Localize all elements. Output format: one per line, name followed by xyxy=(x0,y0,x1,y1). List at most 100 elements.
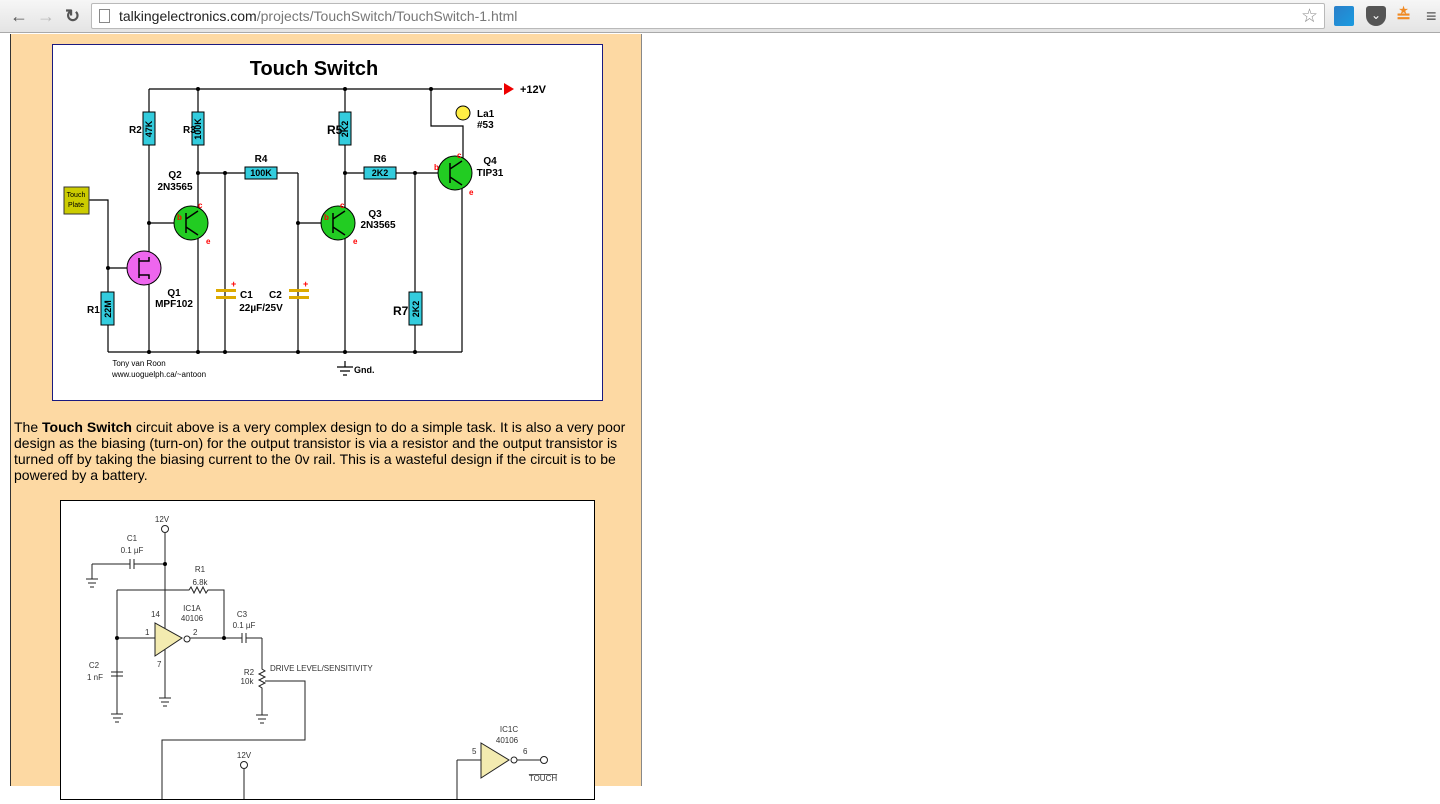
q2-transistor-icon xyxy=(173,205,209,241)
page-content: +12V Touch Switch 47K 100K 2K2 22M 2K2 1… xyxy=(10,34,642,800)
pin-14: 14 xyxy=(151,610,160,619)
r4-value: 100K xyxy=(250,168,272,178)
schmitt-inverter-icon xyxy=(154,622,183,657)
q3-part: 2N3565 xyxy=(360,220,395,231)
pin-2: 2 xyxy=(193,628,198,637)
r7-label: R7 xyxy=(393,304,409,318)
r1-value: 6.8k xyxy=(192,578,208,587)
c1-label: C1 xyxy=(127,534,138,543)
svg-text:c: c xyxy=(198,201,203,210)
c2-value: 1 nF xyxy=(87,673,103,682)
schematic-svg: +12V Touch Switch 47K 100K 2K2 22M 2K2 1… xyxy=(63,58,547,379)
bold-term: Touch Switch xyxy=(42,419,132,435)
oscillator-schematic: 12V C1 0.1 µF R1 6.8k IC1A 40106 14 1 2 … xyxy=(60,500,595,800)
q2-label: Q2 xyxy=(168,170,182,181)
back-arrow-icon[interactable]: ← xyxy=(10,6,28,26)
supply-arrow-icon xyxy=(504,83,514,95)
c2-label: C2 xyxy=(89,661,100,670)
q4-transistor-icon xyxy=(437,155,473,191)
ic1c-part: 40106 xyxy=(496,736,519,745)
r7-value: 2K2 xyxy=(411,301,421,318)
r2-label: R2 xyxy=(244,668,255,677)
pin-5: 5 xyxy=(472,747,477,756)
r1-value: 22M xyxy=(103,300,113,318)
resistor-r2 xyxy=(142,111,156,146)
r3-value: 100K xyxy=(193,118,203,140)
reload-icon[interactable]: ↻ xyxy=(65,6,81,26)
resistor-r3 xyxy=(191,111,205,146)
resistor-r1 xyxy=(100,291,115,326)
resistor-r7 xyxy=(408,291,423,326)
url-text[interactable]: talkingelectronics.com/projects/TouchSwi… xyxy=(119,8,518,24)
ic1a-part: 40106 xyxy=(181,614,204,623)
q1-label: Q1 xyxy=(167,288,181,299)
c1-value: 0.1 µF xyxy=(121,546,144,555)
q4-label: Q4 xyxy=(483,156,497,167)
r1-label: R1 xyxy=(87,305,100,316)
touch-plate xyxy=(63,186,90,215)
description-paragraph: The Touch Switch circuit above is a very… xyxy=(14,419,626,483)
star-icon[interactable]: ☆ xyxy=(1300,6,1318,27)
junction-dots xyxy=(106,87,433,354)
c3-value: 0.1 µF xyxy=(233,621,256,630)
touch-plate-label: Touch xyxy=(67,192,86,199)
credit-author: Tony van Roon xyxy=(112,359,165,368)
v12-label: 12V xyxy=(155,515,170,524)
c1-label: C1 xyxy=(240,290,253,301)
lamp-part: #53 xyxy=(477,120,494,131)
svg-text:b: b xyxy=(324,213,329,222)
r2-value: 10k xyxy=(241,677,255,686)
touch-switch-schematic: +12V Touch Switch 47K 100K 2K2 22M 2K2 1… xyxy=(52,44,603,401)
r6-value: 2K2 xyxy=(372,168,389,178)
schmitt-inverter-icon xyxy=(480,742,510,779)
ic1a-label: IC1A xyxy=(183,604,201,613)
q1-part: MPF102 xyxy=(155,299,193,310)
svg-text:c: c xyxy=(457,151,462,160)
menu-icon[interactable]: ≡ xyxy=(1426,6,1437,26)
svg-text:b: b xyxy=(434,163,439,172)
resistors xyxy=(100,111,423,326)
pin-1: 1 xyxy=(145,628,150,637)
c2-label: C2 xyxy=(269,290,282,301)
q3-transistor-icon xyxy=(320,205,356,241)
credit-url: www.uoguelph.ca/~antoon xyxy=(111,370,206,379)
svg-text:e: e xyxy=(353,237,358,246)
r5-value: 2K2 xyxy=(340,121,350,138)
svg-text:e: e xyxy=(206,237,211,246)
svg-text:c: c xyxy=(340,201,345,210)
c3-label: C3 xyxy=(237,610,248,619)
rss-icon[interactable]: ≛ xyxy=(1396,6,1412,26)
resistor-r6 xyxy=(363,166,397,180)
schematic2-svg: 12V C1 0.1 µF R1 6.8k IC1A 40106 14 1 2 … xyxy=(86,515,558,799)
lamp-icon xyxy=(455,105,471,121)
forward-arrow-icon[interactable]: → xyxy=(37,6,55,26)
r1-label: R1 xyxy=(195,565,206,574)
pin-7: 7 xyxy=(157,660,162,669)
screenshot-extension-icon[interactable] xyxy=(1334,6,1354,26)
ground-label: Gnd. xyxy=(354,365,375,375)
resistor-r4 xyxy=(244,166,278,180)
schematic-title: Touch Switch xyxy=(250,58,379,80)
address-bar[interactable]: talkingelectronics.com/projects/TouchSwi… xyxy=(91,3,1325,29)
touch-output-label: TOUCH xyxy=(529,774,558,783)
terminals xyxy=(161,525,548,769)
pocket-icon[interactable]: ⌄ xyxy=(1366,6,1386,26)
ic1c-label: IC1C xyxy=(500,725,518,734)
page-margin xyxy=(0,34,10,786)
v12-label-2: 12V xyxy=(237,751,252,760)
r6-label: R6 xyxy=(374,154,387,165)
capacitors: + + xyxy=(216,279,309,299)
svg-text:+: + xyxy=(303,279,308,289)
svg-text:b: b xyxy=(177,213,182,222)
r4-label: R4 xyxy=(255,154,268,165)
drive-level-label: DRIVE LEVEL/SENSITIVITY xyxy=(270,664,373,673)
lamp-label: La1 xyxy=(477,109,495,120)
cap-value: 22µF/25V xyxy=(239,303,283,314)
transistors xyxy=(126,155,473,286)
svg-text:e: e xyxy=(469,188,474,197)
r2-label: R2 xyxy=(129,125,142,136)
q3-label: Q3 xyxy=(368,209,382,220)
supply-label: +12V xyxy=(520,84,547,96)
q2-part: 2N3565 xyxy=(157,182,192,193)
r2-value: 47K xyxy=(144,120,154,137)
